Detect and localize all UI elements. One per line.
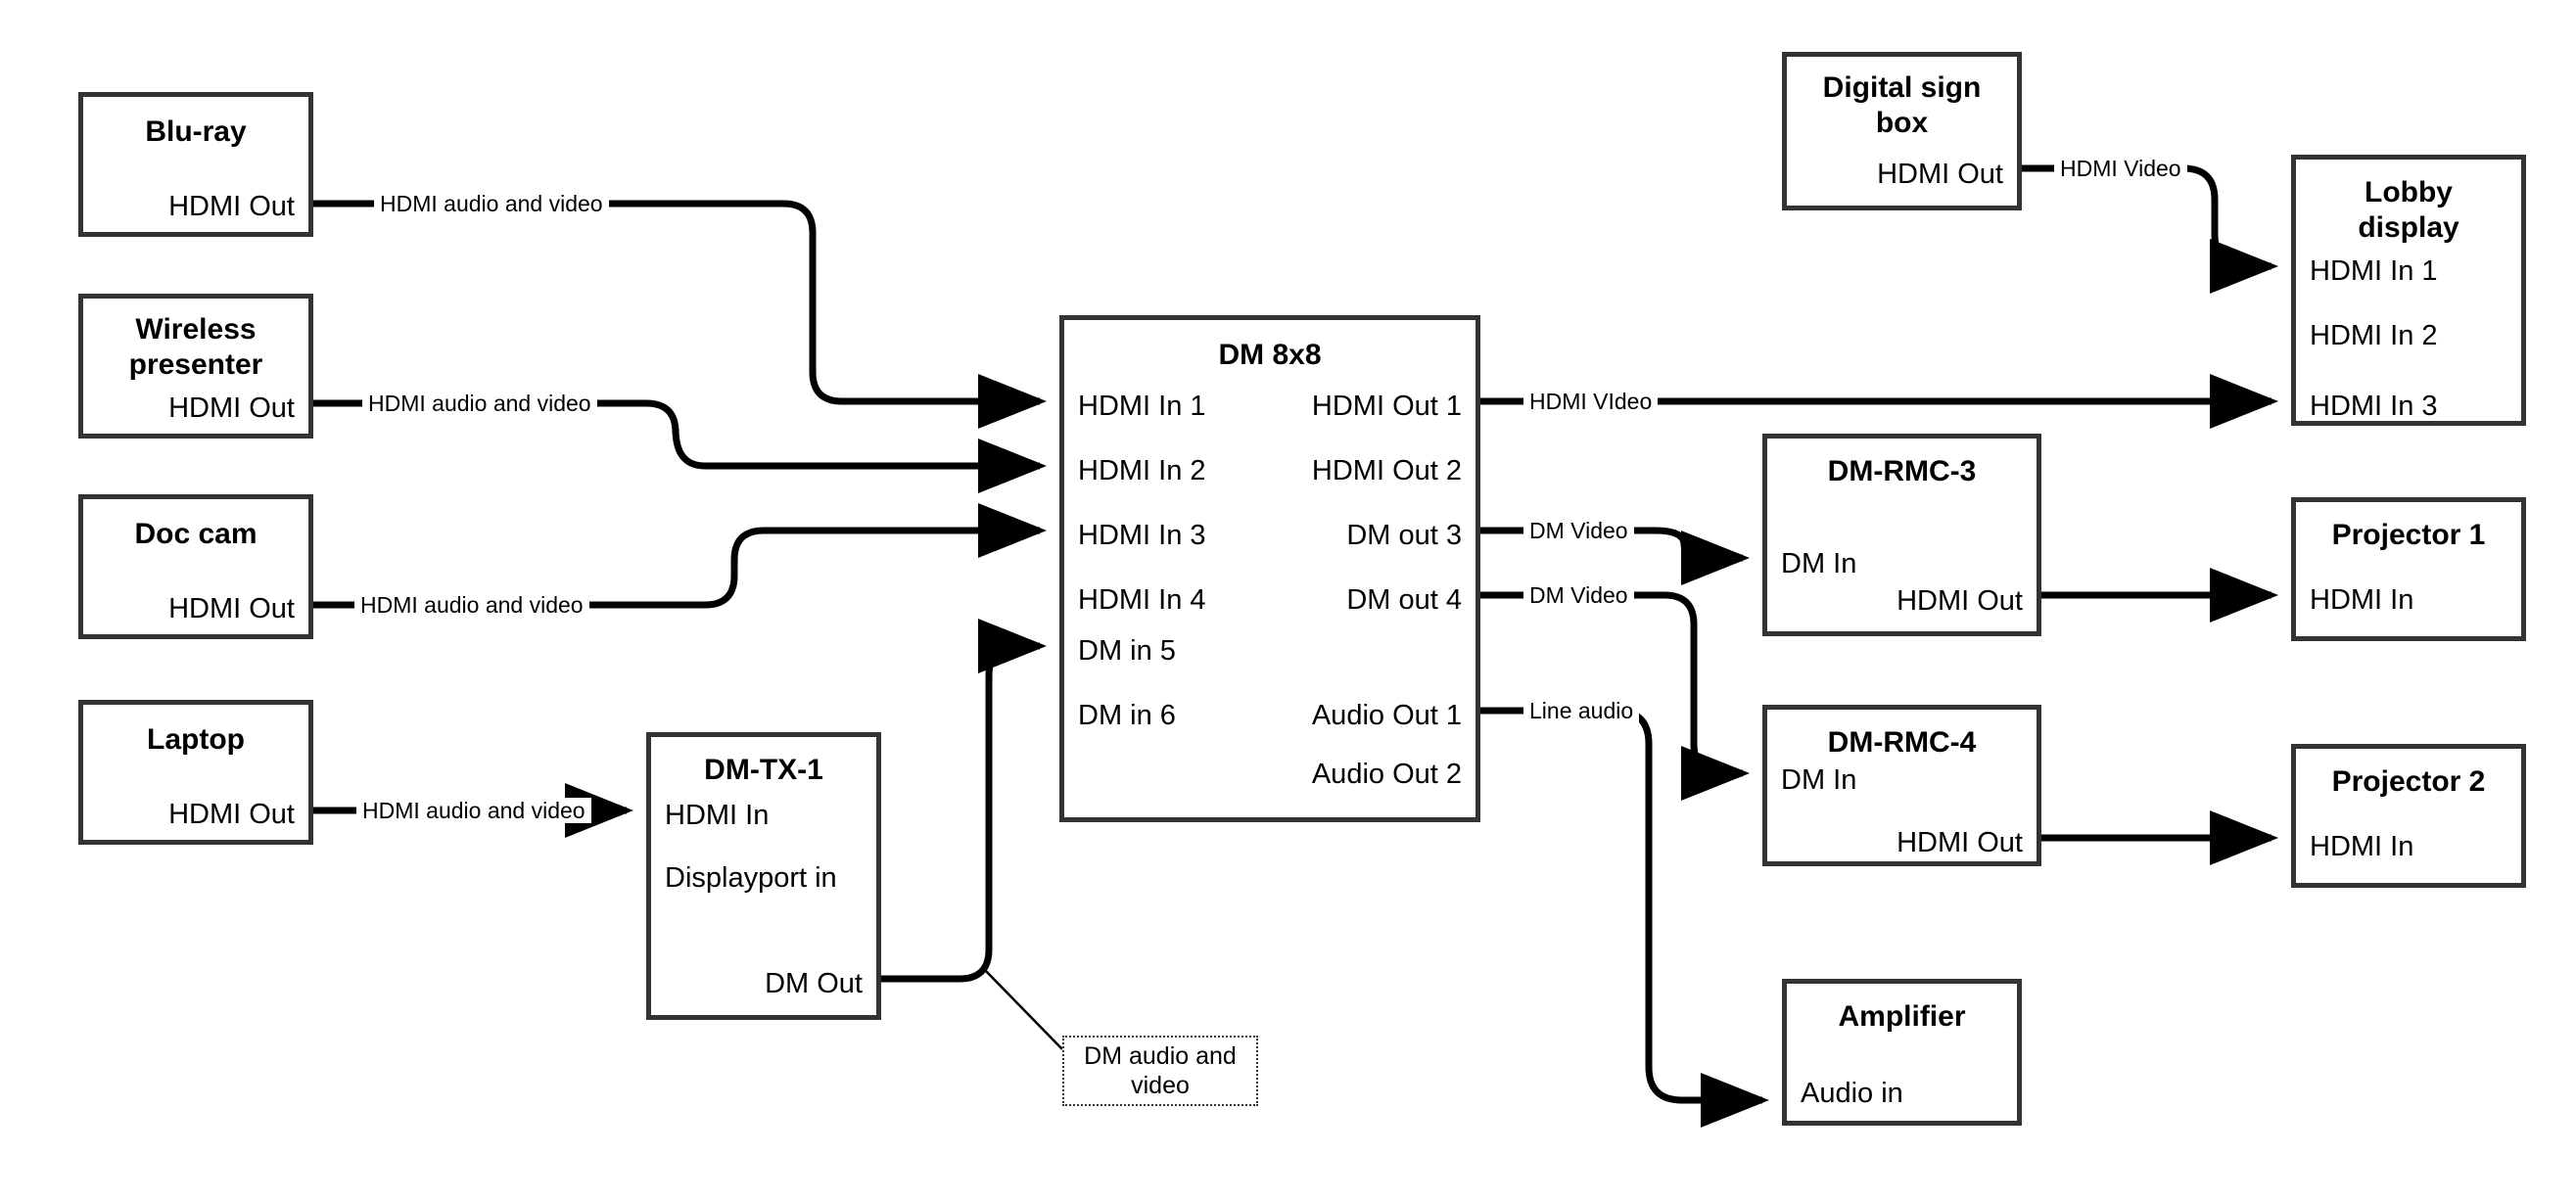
node-dm-rmc-4-title: DM-RMC-4	[1827, 726, 1977, 759]
node-dm-8x8-output-hdmi-out-2[interactable]: HDMI Out 2	[1311, 455, 1462, 486]
wire-label-laptop-to-dmtx1: HDMI audio and video	[356, 798, 591, 823]
node-doc-cam[interactable]: Doc cam HDMI Out	[78, 494, 313, 639]
node-doc-cam-port-hdmi-out[interactable]: HDMI Out	[168, 593, 295, 624]
node-dm-rmc-3-title: DM-RMC-3	[1827, 455, 1977, 487]
wire-label-dm8x8-out4-to-dmrmc4: DM Video	[1523, 582, 1634, 608]
callout-leader-line	[983, 968, 1063, 1050]
node-dm-8x8-output-dm-out-3[interactable]: DM out 3	[1346, 520, 1462, 551]
node-wireless-presenter-title: Wireless presenter	[128, 313, 263, 381]
node-lobby-display[interactable]: Lobby display HDMI In 1 HDMI In 2 HDMI I…	[2291, 155, 2526, 426]
node-bluray-port-hdmi-out[interactable]: HDMI Out	[168, 191, 295, 222]
node-dm-rmc-3[interactable]: DM-RMC-3 DM In HDMI Out	[1762, 434, 2041, 636]
node-bluray-title: Blu-ray	[145, 115, 247, 148]
node-dm-8x8-input-hdmi-in-2[interactable]: HDMI In 2	[1078, 455, 1206, 486]
node-lobby-display-port-hdmi-in-3[interactable]: HDMI In 3	[2310, 391, 2438, 422]
wire-sign-to-lobby	[2022, 164, 2278, 294]
node-amplifier-title: Amplifier	[1838, 1000, 1966, 1033]
wire-dm8x8-out4-to-dmrmc4	[1480, 591, 1750, 801]
node-lobby-display-port-hdmi-in-1[interactable]: HDMI In 1	[2310, 255, 2438, 287]
node-projector-2-title: Projector 2	[2331, 765, 2486, 798]
node-dm-8x8-output-audio-out-2[interactable]: Audio Out 2	[1311, 759, 1462, 790]
wire-bluray-to-dm8x8	[313, 200, 1047, 429]
node-digital-sign-box-port-hdmi-out[interactable]: HDMI Out	[1877, 159, 2003, 190]
node-dm-8x8-input-dm-in-6[interactable]: DM in 6	[1078, 700, 1176, 731]
node-dm-tx-1-title: DM-TX-1	[704, 754, 823, 786]
node-projector-1-port-hdmi-in[interactable]: HDMI In	[2310, 584, 2414, 616]
node-laptop-port-hdmi-out[interactable]: HDMI Out	[168, 799, 295, 830]
node-wireless-presenter[interactable]: Wireless presenter HDMI Out	[78, 294, 313, 439]
wire-label-dm8x8-out1-to-lobby: HDMI VIdeo	[1523, 389, 1659, 414]
wire-label-dm8x8-out3-to-dmrmc3: DM Video	[1523, 518, 1634, 543]
callout-dm-audio-and-video: DM audio and video	[1062, 1036, 1258, 1106]
wire-label-sign-to-lobby: HDMI Video	[2054, 156, 2187, 181]
node-dm-8x8-input-dm-in-5[interactable]: DM in 5	[1078, 635, 1176, 667]
node-dm-rmc-3-port-dm-in[interactable]: DM In	[1781, 548, 1857, 579]
node-dm-8x8-input-hdmi-in-4[interactable]: HDMI In 4	[1078, 584, 1206, 616]
node-digital-sign-box-title: Digital sign box	[1822, 71, 1982, 139]
node-dm-tx-1-port-hdmi-in[interactable]: HDMI In	[665, 800, 770, 831]
node-wireless-presenter-port-hdmi-out[interactable]: HDMI Out	[168, 393, 295, 424]
node-dm-8x8-output-dm-out-4[interactable]: DM out 4	[1346, 584, 1462, 616]
node-dm-8x8-input-hdmi-in-1[interactable]: HDMI In 1	[1078, 391, 1206, 422]
node-dm-8x8-title: DM 8x8	[1218, 339, 1322, 371]
node-lobby-display-title: Lobby display	[2358, 176, 2459, 244]
wire-label-wireless-to-dm8x8: HDMI audio and video	[362, 391, 597, 416]
node-dm-rmc-3-port-hdmi-out[interactable]: HDMI Out	[1897, 585, 2023, 617]
node-dm-8x8-output-hdmi-out-1[interactable]: HDMI Out 1	[1311, 391, 1462, 422]
wire-dm8x8-audio1-to-amplifier	[1480, 707, 1769, 1128]
node-dm-8x8-output-audio-out-1[interactable]: Audio Out 1	[1311, 700, 1462, 731]
node-bluray[interactable]: Blu-ray HDMI Out	[78, 92, 313, 237]
node-dm-tx-1-port-displayport-in[interactable]: Displayport in	[665, 862, 837, 894]
node-amplifier[interactable]: Amplifier Audio in	[1782, 979, 2022, 1126]
node-projector-2[interactable]: Projector 2 HDMI In	[2291, 744, 2526, 888]
node-laptop-title: Laptop	[147, 723, 245, 756]
wire-label-doccam-to-dm8x8: HDMI audio and video	[354, 592, 589, 618]
wire-dmtx1-to-dm8x8	[881, 619, 1047, 983]
node-lobby-display-port-hdmi-in-2[interactable]: HDMI In 2	[2310, 320, 2438, 351]
node-projector-1[interactable]: Projector 1 HDMI In	[2291, 497, 2526, 641]
node-dm-rmc-4-port-hdmi-out[interactable]: HDMI Out	[1897, 827, 2023, 858]
node-digital-sign-box[interactable]: Digital sign box HDMI Out	[1782, 52, 2022, 210]
wire-label-bluray-to-dm8x8: HDMI audio and video	[374, 191, 609, 216]
node-projector-1-title: Projector 1	[2331, 519, 2486, 551]
node-dm-8x8[interactable]: DM 8x8 HDMI In 1 HDMI In 2 HDMI In 3 HDM…	[1059, 315, 1480, 822]
node-laptop[interactable]: Laptop HDMI Out	[78, 700, 313, 845]
node-projector-2-port-hdmi-in[interactable]: HDMI In	[2310, 831, 2414, 862]
node-dm-rmc-4[interactable]: DM-RMC-4 DM In HDMI Out	[1762, 705, 2041, 866]
node-dm-8x8-input-hdmi-in-3[interactable]: HDMI In 3	[1078, 520, 1206, 551]
node-dm-tx-1[interactable]: DM-TX-1 HDMI In Displayport in DM Out	[646, 732, 881, 1020]
node-amplifier-port-audio-in[interactable]: Audio in	[1801, 1078, 1903, 1109]
node-dm-tx-1-port-dm-out[interactable]: DM Out	[765, 968, 863, 999]
node-doc-cam-title: Doc cam	[134, 518, 258, 550]
node-dm-rmc-4-port-dm-in[interactable]: DM In	[1781, 764, 1857, 796]
wire-label-dm8x8-audio1-to-amplifier: Line audio	[1523, 698, 1640, 723]
